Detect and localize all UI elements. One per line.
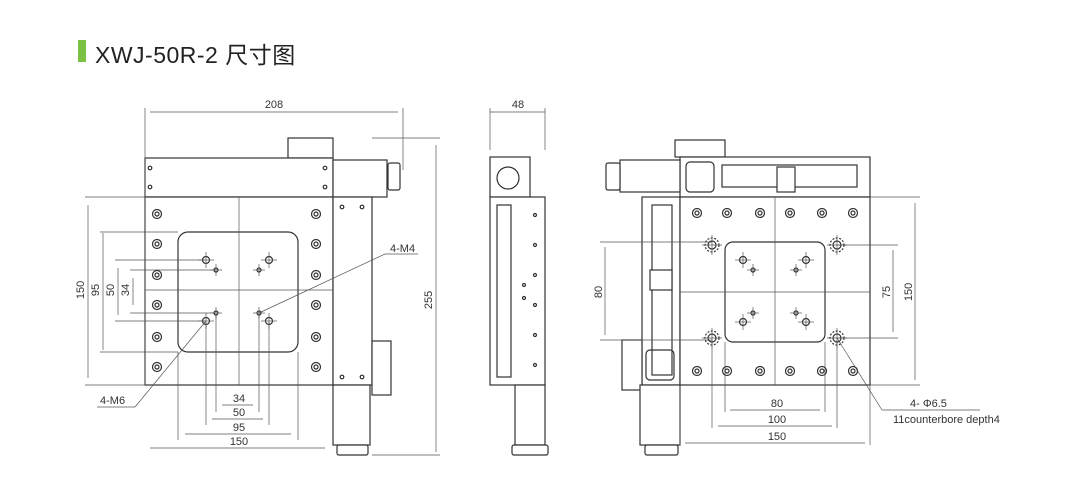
hole-mark xyxy=(310,299,322,311)
hole-mark xyxy=(694,210,700,216)
dim-34-left: 34 xyxy=(120,284,132,296)
dim-95-bottom: 95 xyxy=(233,422,245,434)
dim-50-left: 50 xyxy=(105,284,117,296)
hole-mark xyxy=(787,368,793,374)
hole-mark xyxy=(313,364,319,370)
dim-75: 75 xyxy=(881,286,893,298)
dim-150-left: 150 xyxy=(75,281,87,299)
hole-mark xyxy=(787,210,793,216)
dim-150-bottom: 150 xyxy=(230,436,248,448)
hole-mark xyxy=(847,207,859,219)
hole-mark xyxy=(154,272,160,278)
hole-mark xyxy=(154,334,160,340)
hole-mark xyxy=(691,365,703,377)
hole-mark xyxy=(151,238,163,250)
hole-mark xyxy=(147,165,153,171)
hole-mark xyxy=(816,207,828,219)
hole-mark xyxy=(521,282,527,288)
dim-255: 255 xyxy=(423,291,435,309)
hole-mark xyxy=(757,210,763,216)
hole-mark xyxy=(819,368,825,374)
hole-mark xyxy=(754,365,766,377)
dim-150-bottom: 150 xyxy=(768,431,786,443)
hole-note: 11counterbore depth4 xyxy=(893,414,1000,426)
title-accent-bar xyxy=(78,40,86,62)
hole-mark xyxy=(850,210,856,216)
hole-mark xyxy=(819,210,825,216)
hole-mark xyxy=(691,207,703,219)
hole-mark xyxy=(339,374,345,380)
hole-mark xyxy=(784,365,796,377)
dim-48: 48 xyxy=(512,99,524,111)
hole-mark xyxy=(847,365,859,377)
front-view: 208 255 150 95 50 34 34 50 95 150 4-M4 4… xyxy=(75,99,440,456)
hole-mark xyxy=(151,269,163,281)
dim-150-right: 150 xyxy=(903,283,915,301)
dim-208: 208 xyxy=(265,99,283,111)
hole-mark xyxy=(322,165,328,171)
hole-mark xyxy=(313,241,319,247)
hole-mark xyxy=(151,299,163,311)
hole-mark xyxy=(151,361,163,373)
hole-mark xyxy=(757,368,763,374)
hole-mark xyxy=(322,184,328,190)
hole-mark xyxy=(359,204,365,210)
hole-mark xyxy=(313,211,319,217)
hole-mark xyxy=(532,302,538,308)
dim-95-left: 95 xyxy=(90,284,102,296)
hole-mark xyxy=(154,364,160,370)
hole-mark xyxy=(313,334,319,340)
hole-mark xyxy=(359,374,365,380)
hole-mark xyxy=(724,210,730,216)
label-4-m4: 4-M4 xyxy=(390,243,415,255)
hole-mark xyxy=(721,365,733,377)
hole-label: 4- Φ6.5 xyxy=(910,398,947,410)
hole-mark xyxy=(310,361,322,373)
hole-mark xyxy=(754,207,766,219)
hole-mark xyxy=(694,368,700,374)
hole-mark xyxy=(532,362,538,368)
dim-80-bottom: 80 xyxy=(771,398,783,410)
hole-mark xyxy=(850,368,856,374)
hole-mark xyxy=(339,204,345,210)
hole-mark xyxy=(154,241,160,247)
hole-mark xyxy=(532,272,538,278)
page-title: XWJ-50R-2 尺寸图 xyxy=(95,42,296,68)
hole-mark xyxy=(154,302,160,308)
hole-mark xyxy=(310,331,322,343)
hole-mark xyxy=(310,208,322,220)
hole-mark xyxy=(784,207,796,219)
dim-80-left: 80 xyxy=(593,286,605,298)
side-view: 48 xyxy=(489,99,549,456)
hole-mark xyxy=(724,368,730,374)
label-4-m6: 4-M6 xyxy=(100,395,125,407)
top-view: 80 75 150 80 100 150 4- Φ6.5 11counterbo… xyxy=(593,139,1000,456)
hole-mark xyxy=(147,184,153,190)
hole-mark xyxy=(310,269,322,281)
hole-mark xyxy=(151,208,163,220)
hole-mark xyxy=(313,272,319,278)
dim-34-bottom: 34 xyxy=(233,393,245,405)
hole-mark xyxy=(532,242,538,248)
hole-mark xyxy=(816,365,828,377)
hole-mark xyxy=(532,332,538,338)
hole-mark xyxy=(310,238,322,250)
mounting-holes xyxy=(147,165,859,380)
hole-mark xyxy=(154,211,160,217)
dim-100-bottom: 100 xyxy=(768,414,786,426)
dim-50-bottom: 50 xyxy=(233,407,245,419)
hole-mark xyxy=(151,331,163,343)
hole-mark xyxy=(313,302,319,308)
hole-mark xyxy=(721,207,733,219)
hole-mark xyxy=(521,295,527,301)
hole-mark xyxy=(532,212,538,218)
